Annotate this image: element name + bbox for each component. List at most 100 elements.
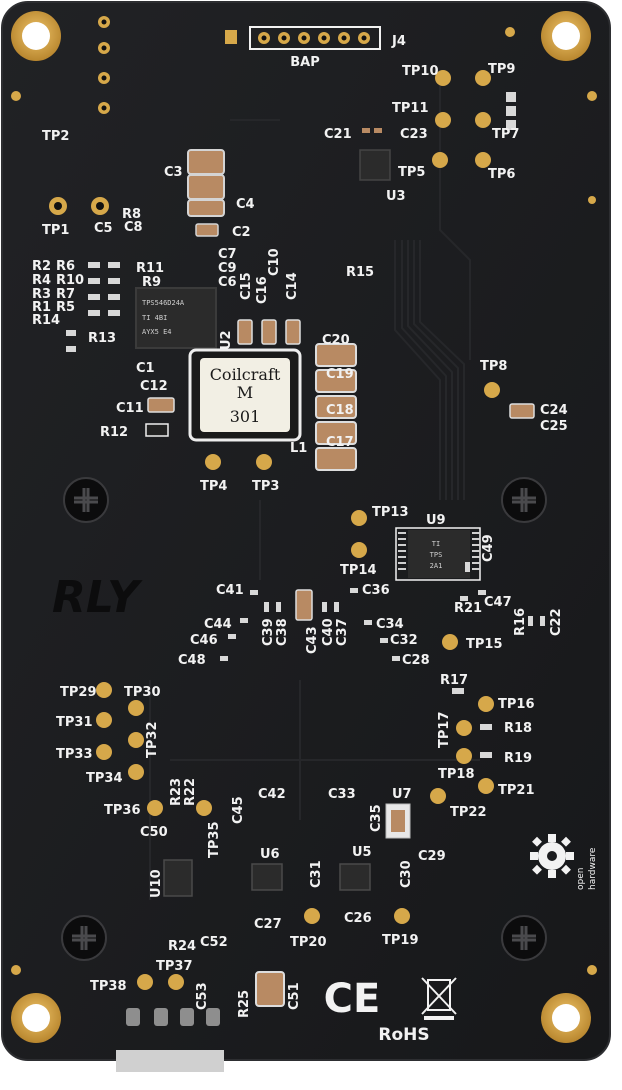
silk-label: R22	[183, 778, 198, 806]
silk-label: R7	[56, 287, 75, 302]
silk-label: TP35	[207, 822, 222, 859]
capacitors-c14-c16	[237, 319, 301, 345]
silk-label: R5	[56, 300, 75, 315]
silk-label: TP3	[252, 479, 279, 494]
inductor-marking-1: Coilcraft	[210, 365, 281, 384]
silk-label: C42	[258, 787, 286, 802]
silk-label: R16	[513, 608, 528, 636]
regulator-marking-3: AYX5 E4	[142, 328, 172, 336]
silk-label: C19	[326, 367, 354, 382]
silk-label: R9	[142, 275, 161, 290]
silk-label: TP1	[42, 223, 69, 238]
rohs-mark: RoHS	[378, 1025, 429, 1045]
silk-label: C21	[324, 127, 352, 142]
test-points-top-right	[432, 70, 491, 168]
silk-label: C7	[218, 247, 237, 262]
silk-label: TP21	[498, 783, 535, 798]
capacitors-c17-c20	[315, 343, 357, 471]
silk-label: R6	[56, 259, 75, 274]
oshw-text-1: open	[576, 868, 586, 890]
regulator-chip: TPS546D24A TI 4BI AYX5 E4	[135, 287, 217, 349]
silk-label: U5	[352, 845, 372, 860]
copper-traces	[149, 70, 480, 900]
silk-label: TP10	[402, 64, 439, 79]
j4-connector: BAP	[225, 26, 381, 70]
silk-label: R24	[168, 939, 196, 954]
silk-label: C36	[362, 583, 390, 598]
silk-label: C22	[549, 608, 564, 636]
silk-label: C3	[164, 165, 183, 180]
test-points-left-column	[96, 682, 212, 816]
chip-u3	[359, 128, 391, 181]
silk-label: TP2	[42, 129, 69, 144]
u9-marking-2: TPS	[430, 551, 443, 559]
capacitor-c43	[295, 589, 313, 621]
silk-label: R12	[100, 425, 128, 440]
silk-label: TP38	[90, 979, 127, 994]
chips-u5-u6	[163, 859, 371, 897]
silk-label: C39	[261, 618, 276, 646]
silk-label: TP31	[56, 715, 93, 730]
small-caps-cluster	[220, 562, 545, 661]
silk-label: R25	[237, 990, 252, 1018]
screw-heads	[61, 477, 547, 961]
silk-label: C17	[326, 435, 354, 450]
silk-label: R19	[504, 751, 532, 766]
silk-label: TP30	[124, 685, 161, 700]
silk-label: C47	[484, 595, 512, 610]
silk-label: C40	[321, 618, 336, 646]
chip-u7	[385, 803, 411, 839]
silk-label: C14	[285, 272, 300, 300]
rly-logo: RLY	[52, 572, 143, 623]
silk-label: C16	[255, 276, 270, 304]
silk-label: TP22	[450, 805, 487, 820]
silk-label: R1	[32, 300, 51, 315]
silk-label: TP18	[438, 767, 475, 782]
silk-label: R2	[32, 259, 51, 274]
silk-label: C18	[326, 403, 354, 418]
silk-label: C10	[267, 248, 282, 276]
tp-holes-left	[49, 197, 109, 215]
silk-label: U6	[260, 847, 280, 862]
silk-label: U9	[426, 513, 446, 528]
silk-label: C45	[231, 796, 246, 824]
silk-label: C26	[344, 911, 372, 926]
silk-label: R18	[504, 721, 532, 736]
silk-label: U2	[219, 330, 234, 350]
silk-label: C51	[287, 982, 302, 1010]
silk-label: C32	[390, 633, 418, 648]
silk-label: J4	[391, 34, 406, 49]
silk-label: C52	[200, 935, 228, 950]
silk-label: C2	[232, 225, 251, 240]
silk-label: TP14	[340, 563, 377, 578]
silk-label: TP19	[382, 933, 419, 948]
silk-label: C9	[218, 261, 237, 276]
weee-bin-icon	[421, 977, 457, 1020]
silk-label: C28	[402, 653, 430, 668]
silk-label: C6	[218, 275, 237, 290]
silk-label: R21	[454, 601, 482, 616]
silk-label: C48	[178, 653, 206, 668]
silk-label: C38	[275, 618, 290, 646]
silk-label: R14	[32, 313, 60, 328]
silk-label: TP34	[86, 771, 123, 786]
resistor-array-left	[66, 262, 120, 352]
silk-label: R10	[56, 273, 84, 288]
capacitor-c24	[509, 403, 535, 419]
silk-label: TP16	[498, 697, 535, 712]
regulator-marking-1: TPS546D24A	[142, 299, 185, 307]
mounting-holes	[11, 11, 591, 1043]
inductor-marking-2: M	[237, 383, 253, 402]
silk-label: C11	[116, 401, 144, 416]
silk-label: TP9	[488, 62, 515, 77]
silk-label: TP32	[145, 722, 160, 759]
ce-mark: CE	[324, 976, 381, 1022]
silk-label: C5	[94, 221, 113, 236]
silk-label: C27	[254, 917, 282, 932]
silk-label: TP13	[372, 505, 409, 520]
oshw-text-2: hardware	[588, 847, 598, 890]
silk-label: C30	[399, 860, 414, 888]
silk-label: L1	[290, 441, 307, 456]
regulator-marking-2: TI 4BI	[142, 314, 167, 322]
